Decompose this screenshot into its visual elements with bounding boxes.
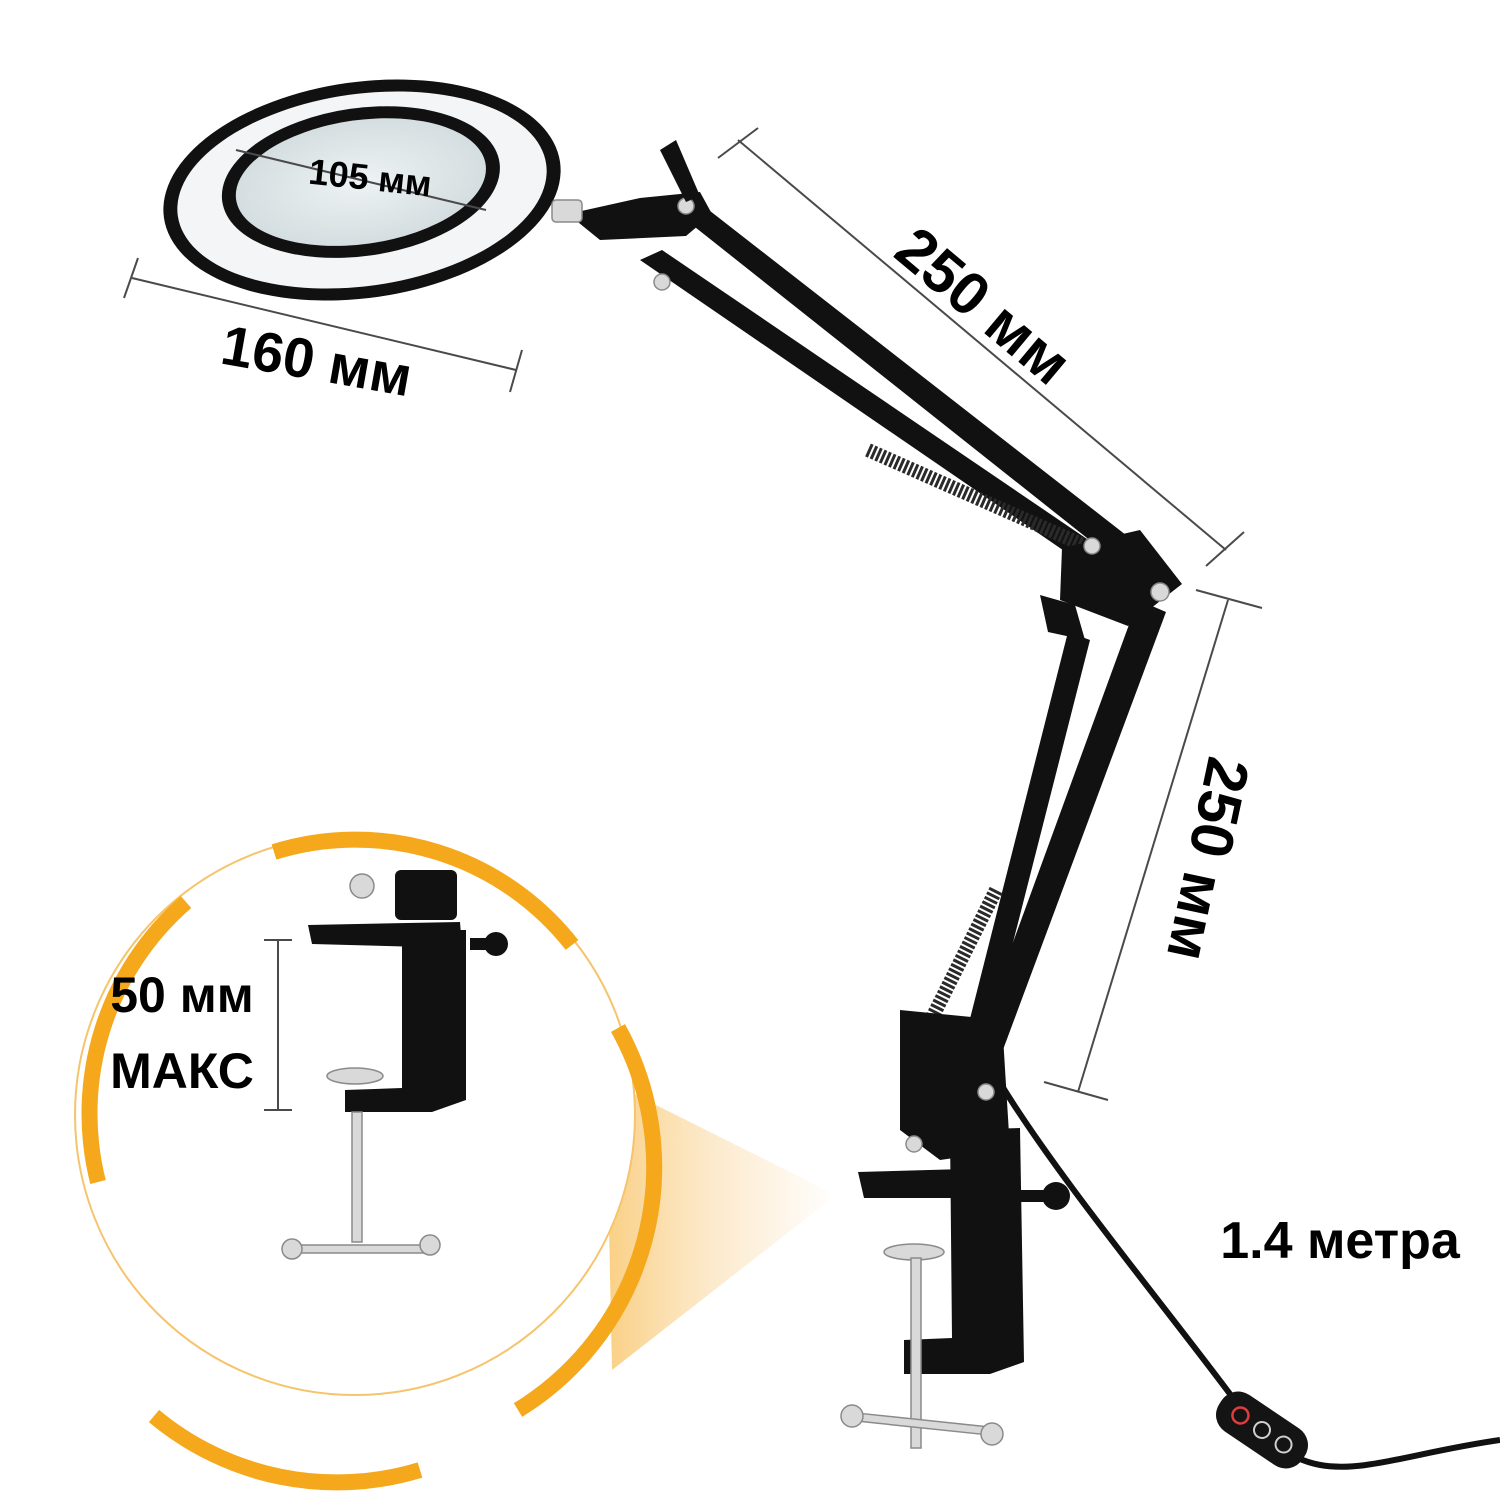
zoomed-clamp-thread [351,1111,363,1243]
elbow-screw-b [1150,582,1170,602]
upper-spring [865,443,1093,555]
zoomed-clamp-tbar [291,1244,433,1254]
brightness-icon [1253,1421,1271,1439]
table-clamp [840,1128,1070,1449]
zoomed-clamp-post [395,870,457,920]
elbow-screw-a [1083,537,1101,555]
head-hinge [551,199,583,223]
zoomed-clamp-ball-right [419,1234,441,1256]
zoomed-clamp-screw [349,873,375,899]
zoom-beam [606,1080,836,1370]
zoom-arc-right [513,1024,663,1417]
clamp-ball-left [840,1404,864,1428]
lower-arm-bar-a [956,632,1090,1080]
zoom-arc-top [271,831,579,950]
clamp-dimension: 50 мм МАКС [110,939,292,1111]
clamp-zoom-callout: 50 мм МАКС [74,831,836,1491]
upper-arm-bar-b [676,200,1158,580]
power-cord [999,1084,1500,1470]
magnifier-lens [235,118,486,246]
clamp-label-max: МАКС [110,1043,254,1099]
zoomed-clamp-body [345,930,466,1112]
lamp-arms [568,140,1182,1160]
head-clip [660,140,700,202]
inline-controller [1216,1391,1308,1469]
clamp-thread [910,1257,922,1449]
zoomed-clamp-ball-left [281,1238,303,1260]
zoomed-clamp-knob-stem [470,938,496,950]
zoom-arc-left [81,895,192,1184]
head-bracket [568,192,712,240]
power-icon [1231,1406,1250,1425]
clamp-knob-stem [1020,1190,1052,1202]
lower-arm-label: 250 мм [1154,752,1262,967]
clamp-label-size: 50 мм [110,967,253,1023]
ring-label: 160 мм [217,313,417,408]
clamp-body [904,1128,1024,1374]
lower-spring [917,886,1003,1038]
zoomed-clamp-pad [326,1067,384,1085]
zoom-arc-bottom [148,1409,423,1491]
controller-body [1216,1391,1308,1469]
clamp-knob [1042,1182,1070,1210]
base-plate [900,1010,1010,1160]
zoomed-clamp [281,870,508,1260]
color-mode-icon [1274,1435,1293,1454]
base-screw-b [905,1135,923,1153]
elbow-knob [1040,595,1085,640]
base-screw-a [977,1083,995,1101]
clamp-ball-right [980,1422,1004,1446]
cord-length-label: 1.4 метра [1220,1212,1461,1270]
clamp-tbar [849,1412,997,1436]
upper-arm-bar-a [640,250,1112,570]
magnifier-head [163,79,561,301]
head-screw-b [653,273,671,291]
lower-arm-bar-b [962,600,1166,1090]
lens-dimension-line [235,149,487,211]
